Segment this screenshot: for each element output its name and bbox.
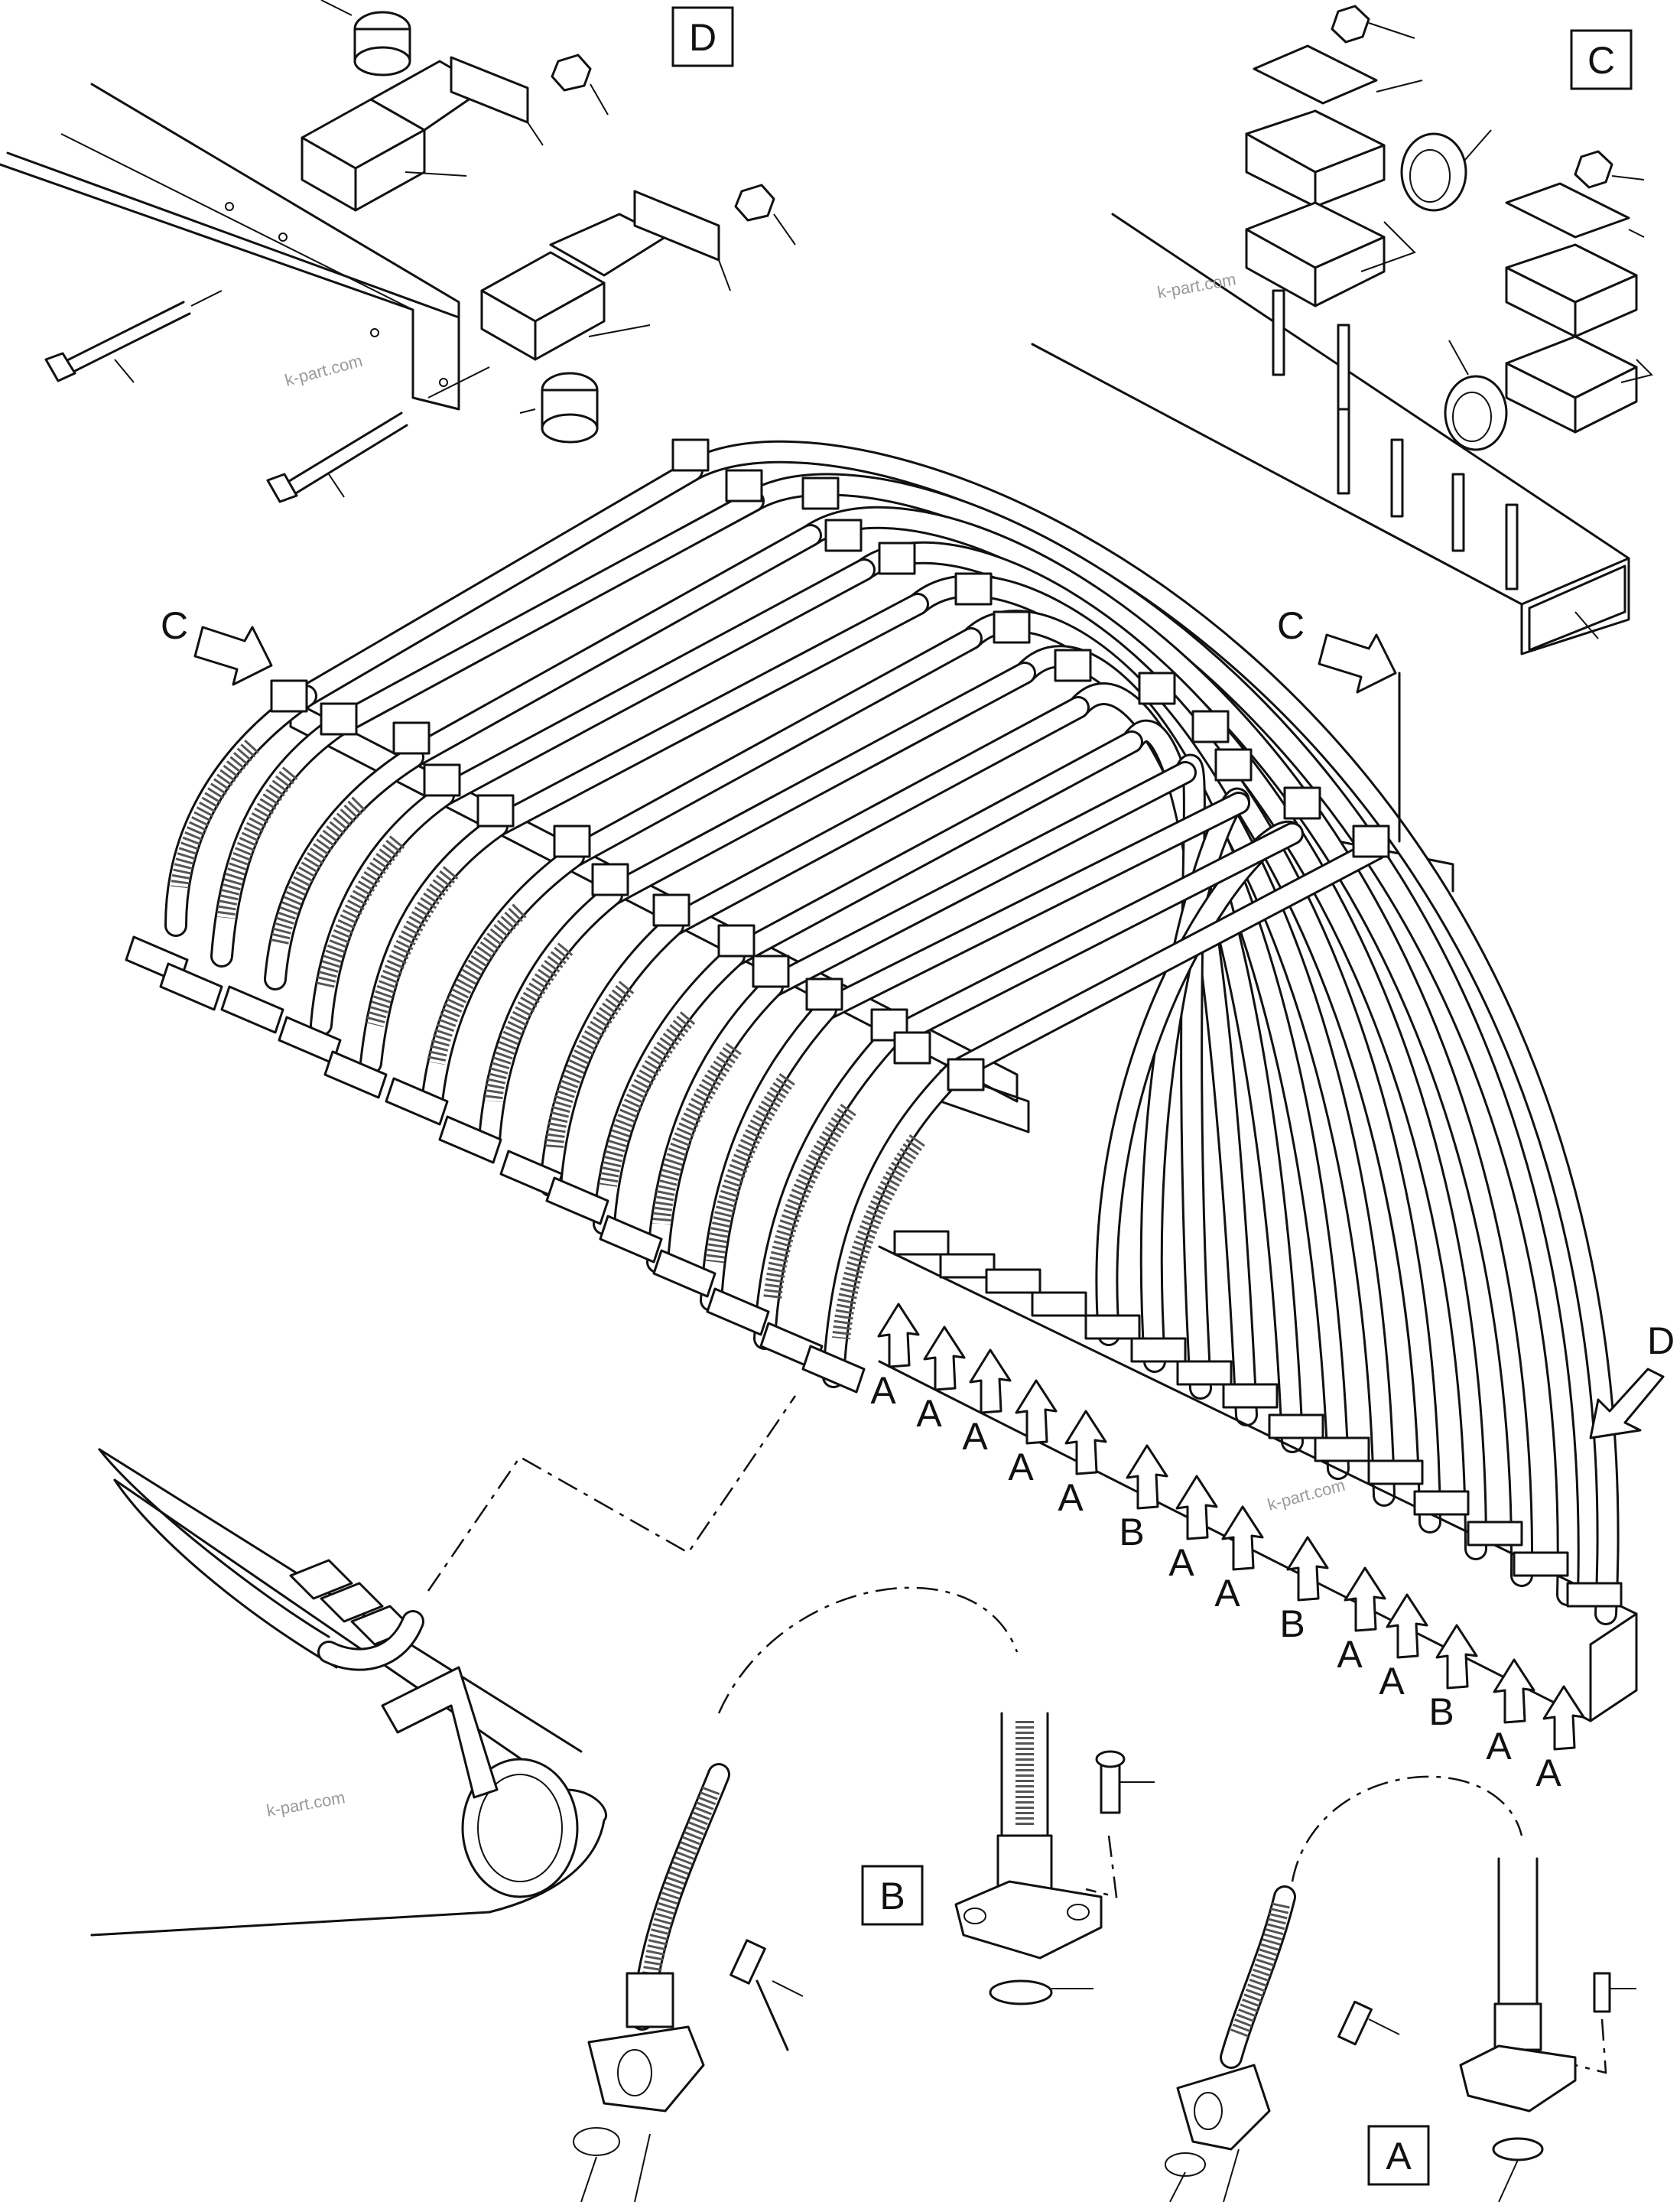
port-label: A xyxy=(1379,1660,1405,1703)
detail-c-box xyxy=(1570,29,1633,90)
port-label: A xyxy=(1168,1541,1194,1584)
port-arrow xyxy=(969,1348,1012,1414)
port-arrow xyxy=(1344,1566,1386,1632)
detail-d-box xyxy=(671,6,734,67)
lower-port-manifold xyxy=(878,1230,1638,1722)
left-hose-flanges xyxy=(125,935,866,1394)
detail-d-label: D xyxy=(689,16,717,59)
port-arrow xyxy=(1493,1658,1535,1724)
port-label: B xyxy=(1119,1511,1144,1553)
port-label: A xyxy=(1486,1725,1512,1768)
view-c-right-arrow xyxy=(1318,633,1397,694)
port-arrow xyxy=(1286,1536,1329,1602)
view-d-arrow xyxy=(1589,1368,1665,1439)
detail-c-label: C xyxy=(1587,39,1615,82)
port-label: A xyxy=(870,1369,896,1412)
boom-section xyxy=(90,1395,797,1937)
detail-b-hose-end xyxy=(573,1586,1155,2202)
port-label: A xyxy=(1008,1446,1034,1488)
watermark: k-part.com xyxy=(1266,1475,1347,1514)
port-arrow xyxy=(1542,1685,1585,1751)
view-c-left-label: C xyxy=(161,604,188,647)
port-arrow xyxy=(923,1325,966,1391)
port-label: A xyxy=(1337,1633,1363,1676)
port-arrows xyxy=(877,1303,1585,1751)
detail-b-box xyxy=(861,1865,924,1926)
port-arrow xyxy=(1435,1624,1478,1690)
tube-clamps xyxy=(270,438,1390,1091)
port-arrow xyxy=(1126,1444,1168,1510)
port-label: A xyxy=(1058,1476,1084,1519)
detail-a-box xyxy=(1367,2125,1430,2186)
port-label: B xyxy=(1428,1690,1454,1733)
rear-hose-arcs xyxy=(681,440,1620,1625)
detail-a-hose-end xyxy=(1165,1775,1636,2202)
port-label: A xyxy=(1535,1752,1561,1794)
port-arrow xyxy=(1175,1475,1218,1540)
watermark: k-part.com xyxy=(265,1787,347,1820)
port-label: A xyxy=(916,1392,942,1435)
port-arrow xyxy=(1015,1379,1058,1445)
port-arrow xyxy=(1064,1410,1107,1475)
detail-d-clamp-assembly xyxy=(0,0,796,503)
detail-boxes: D C B A xyxy=(671,6,1633,2186)
port-label: B xyxy=(1279,1602,1305,1645)
view-arrows xyxy=(193,626,1665,1439)
hose-bundle xyxy=(125,438,1638,1722)
port-arrow xyxy=(1221,1505,1264,1571)
detail-b-label: B xyxy=(879,1875,905,1917)
detail-a-label: A xyxy=(1386,2135,1412,2178)
front-hose-drops xyxy=(164,685,967,1388)
watermark: k-part.com xyxy=(283,351,365,390)
watermark: k-part.com xyxy=(1156,269,1238,302)
port-label: A xyxy=(962,1415,988,1458)
port-arrow xyxy=(877,1303,920,1368)
view-d-label: D xyxy=(1647,1319,1675,1362)
port-arrow xyxy=(1386,1593,1428,1659)
straight-tubes xyxy=(294,459,1388,1082)
view-callouts: C C D xyxy=(161,604,1675,1362)
view-c-left-arrow xyxy=(193,626,273,686)
detail-c-clamp-assembly xyxy=(1031,5,1653,655)
view-c-right-label: C xyxy=(1277,604,1305,647)
port-label: A xyxy=(1214,1572,1240,1615)
